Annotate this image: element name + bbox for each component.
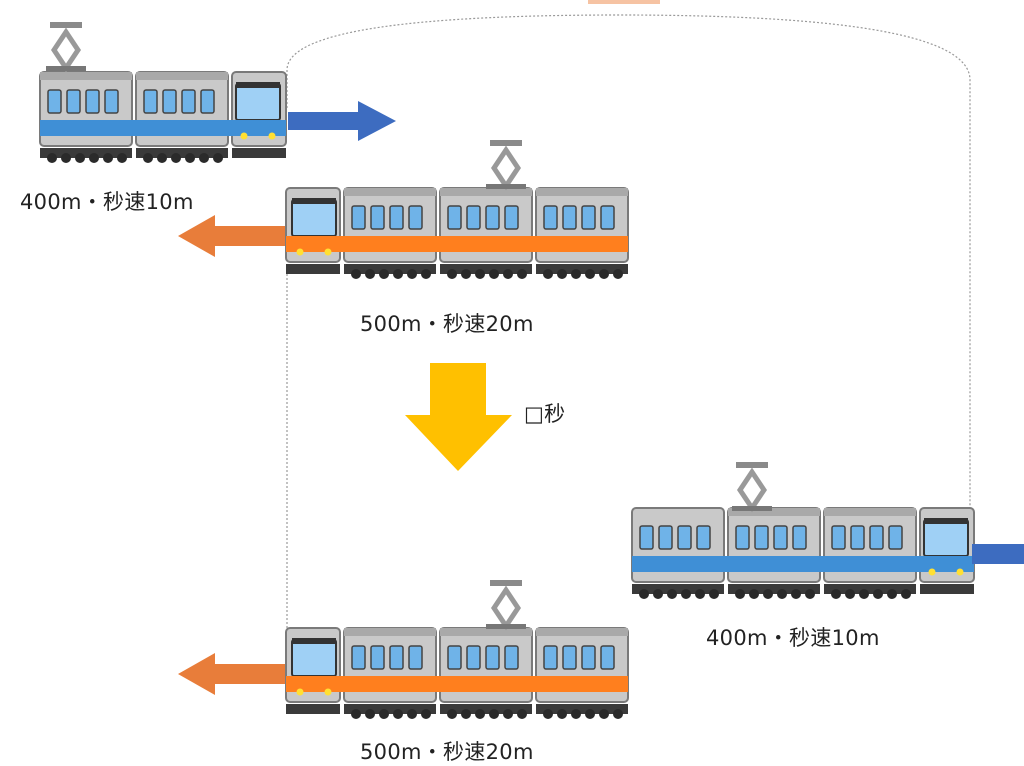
pantograph-icon <box>486 580 526 629</box>
train-passing-diagram <box>0 0 1024 748</box>
pantograph-icon <box>486 140 526 189</box>
pantograph-icon <box>732 462 772 511</box>
time-down-arrow-icon <box>405 363 512 471</box>
pantograph-icon <box>46 22 86 71</box>
orange-train-bottom <box>286 628 628 719</box>
label-orange-train-bottom: 500m・秒速20m <box>360 740 534 764</box>
label-blue-train-top: 400m・秒速10m <box>20 190 194 214</box>
label-orange-train-top: 500m・秒速20m <box>360 312 534 336</box>
label-blue-train-bottom: 400m・秒速10m <box>706 626 880 650</box>
blue-train-top <box>40 72 286 163</box>
blue-arrow-right-icon <box>288 101 396 141</box>
orange-train-top <box>286 188 628 279</box>
orange-arrow-left-icon <box>178 215 287 257</box>
blue-arrow-tail <box>972 544 1024 564</box>
blue-train-bottom <box>631 507 974 599</box>
orange-arrow-left-icon <box>178 653 287 695</box>
top-marker <box>588 0 660 4</box>
time-blank-box: □ <box>524 402 545 426</box>
time-unit: 秒 <box>544 402 566 426</box>
label-time: □秒 <box>524 398 565 428</box>
